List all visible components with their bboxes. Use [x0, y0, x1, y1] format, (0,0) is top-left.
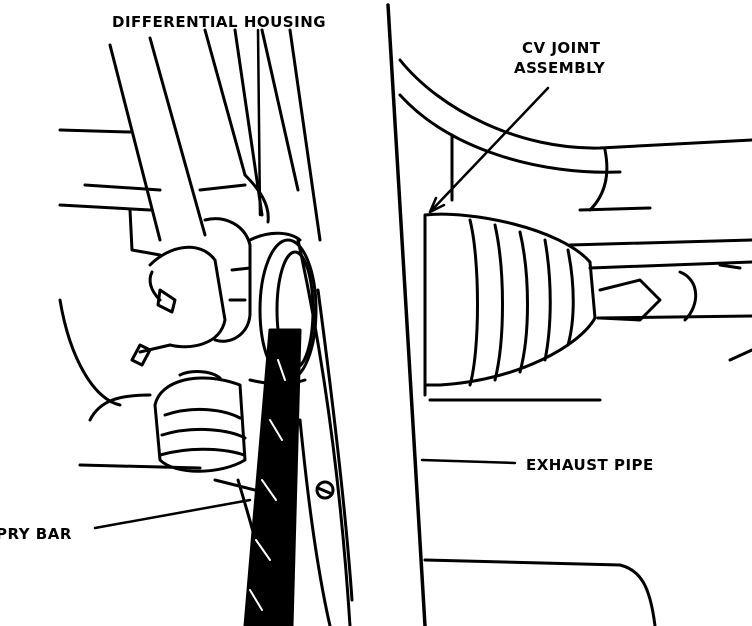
cv-joint-assembly-label: CV JOINT ASSEMBLY [514, 38, 605, 78]
pry-bar-drawing [243, 328, 302, 626]
differential-housing-drawing [58, 28, 322, 602]
differential-housing-label: DIFFERENTIAL HOUSING [112, 13, 327, 31]
pry-bar-label: PRY BAR [0, 525, 72, 543]
cv-joint-label-line2: ASSEMBLY [514, 59, 606, 77]
differential-leader [256, 28, 262, 217]
exhaust-pipe-label: EXHAUST PIPE [526, 456, 654, 474]
cv-joint-label-line1: CV JOINT [522, 39, 601, 57]
cv-joint-drawing [398, 58, 752, 626]
divider-panel [296, 3, 427, 626]
